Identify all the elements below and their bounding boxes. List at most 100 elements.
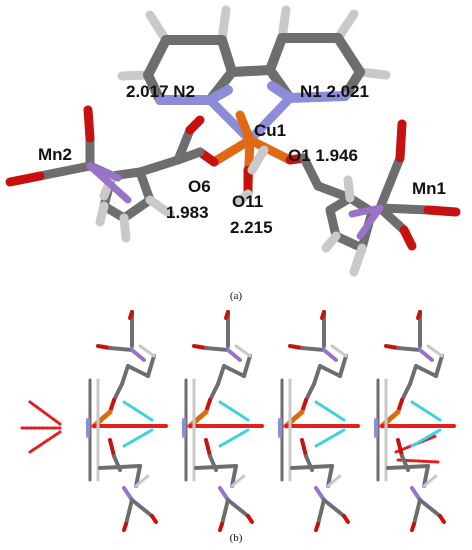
bipyridine-rings	[143, 33, 365, 105]
hbond-upper	[314, 400, 346, 422]
hbond-lower	[122, 428, 154, 448]
lower-mn	[410, 486, 422, 502]
lower-co-right	[226, 498, 250, 518]
lower-co-right-oxygen	[246, 514, 254, 524]
lower-co-oxygen	[122, 522, 128, 532]
panel-a-molecule	[5, 5, 461, 277]
upper-link	[312, 364, 322, 386]
upper-co-left-oxygen	[192, 344, 208, 350]
upper-mn	[130, 348, 146, 362]
water-o11	[233, 145, 269, 207]
lower-cp-h	[230, 474, 246, 488]
lower-co-stem	[412, 498, 422, 526]
lower-cp-1	[386, 464, 430, 470]
upper-co-left	[300, 346, 326, 352]
upper-co-left-oxygen	[384, 344, 400, 350]
lower-mn	[218, 486, 230, 502]
mn1-fragment	[321, 119, 461, 277]
lower-co-right-oxygen	[342, 514, 350, 524]
label-n1: N1 2.021	[300, 82, 369, 101]
hbond-lower	[410, 428, 442, 448]
upper-co-oxygen	[416, 310, 422, 320]
lower-carboxyl-o	[300, 438, 308, 458]
upper-mn	[226, 348, 242, 362]
chain-unit-4	[374, 310, 456, 532]
cu-center	[379, 409, 401, 429]
upper-co-left	[396, 346, 422, 352]
label-n2: 2.017 N2	[126, 82, 195, 101]
label-o11-distance: 2.215	[230, 218, 273, 237]
label-o6-distance: 1.983	[166, 203, 209, 222]
lower-co-stem	[316, 498, 326, 526]
lower-co-right-oxygen	[150, 514, 158, 524]
mn2-fragment	[5, 105, 175, 243]
caption-a: (a)	[230, 290, 243, 302]
upper-co-left	[108, 346, 134, 352]
lower-co-oxygen	[314, 522, 320, 532]
chain-unit-1	[86, 310, 168, 532]
lower-cp-h	[326, 474, 342, 488]
axial-dashed-left	[28, 400, 62, 426]
hbond-upper	[122, 400, 154, 422]
chain-unit-2	[182, 310, 264, 532]
lower-co-stem	[220, 498, 230, 526]
lower-carboxyl-o	[204, 438, 212, 458]
upper-link	[216, 364, 226, 386]
hbond-upper	[218, 400, 250, 422]
carboxyl-c	[400, 382, 412, 402]
lower-co-oxygen	[218, 522, 224, 532]
upper-cp-1	[414, 364, 438, 378]
lower-co-right-oxygen	[438, 514, 446, 524]
upper-cp-h	[234, 344, 252, 358]
lower-cp-2	[230, 464, 238, 488]
label-o1: O1 1.946	[288, 146, 358, 165]
lower-cp-1	[290, 464, 334, 470]
lower-cp-2	[134, 464, 142, 488]
upper-co-oxygen	[224, 310, 230, 320]
lower-cp-h	[422, 474, 438, 488]
upper-co-left-oxygen	[288, 344, 304, 350]
cu-center	[91, 409, 113, 429]
lower-cp-1	[194, 464, 238, 470]
upper-cp-1	[126, 364, 150, 378]
panel-b-chain	[20, 310, 456, 532]
label-mn2: Mn2	[38, 145, 72, 164]
lower-co-right	[130, 498, 154, 518]
upper-link	[408, 364, 418, 386]
lower-mn	[314, 486, 326, 502]
hbond-lower	[314, 428, 346, 448]
upper-cp-2	[146, 354, 156, 378]
upper-cp-h	[138, 344, 156, 358]
upper-cp-h	[330, 344, 348, 358]
upper-cp-2	[338, 354, 348, 378]
lower-cp-1	[98, 464, 142, 470]
upper-cp-2	[434, 354, 444, 378]
label-o11: O11	[232, 192, 263, 211]
upper-cp-1	[318, 364, 342, 378]
lower-co-right	[418, 498, 442, 518]
lower-carboxyl-o	[396, 438, 404, 458]
cu-center	[283, 409, 305, 429]
upper-co-left	[204, 346, 230, 352]
carboxyl-c	[112, 382, 124, 402]
caption-b: (b)	[230, 532, 243, 544]
carboxylate-o6	[135, 115, 219, 177]
cu-center	[187, 409, 209, 429]
carboxyl-c	[304, 382, 316, 402]
copper-bonds	[205, 93, 295, 191]
axial-dashed-left-3	[28, 430, 62, 454]
lower-co-oxygen	[410, 522, 416, 532]
upper-link	[120, 364, 130, 386]
upper-cp-1	[222, 364, 246, 378]
carboxyl-c	[208, 382, 220, 402]
lower-cp-2	[326, 464, 334, 488]
upper-mn	[418, 348, 434, 362]
hbond-upper	[410, 400, 442, 422]
upper-mn	[322, 348, 338, 362]
upper-cp-2	[242, 354, 252, 378]
upper-cp-h	[426, 344, 444, 358]
label-mn1: Mn1	[412, 179, 446, 198]
lower-mn	[122, 486, 134, 502]
lower-co-stem	[124, 498, 134, 526]
